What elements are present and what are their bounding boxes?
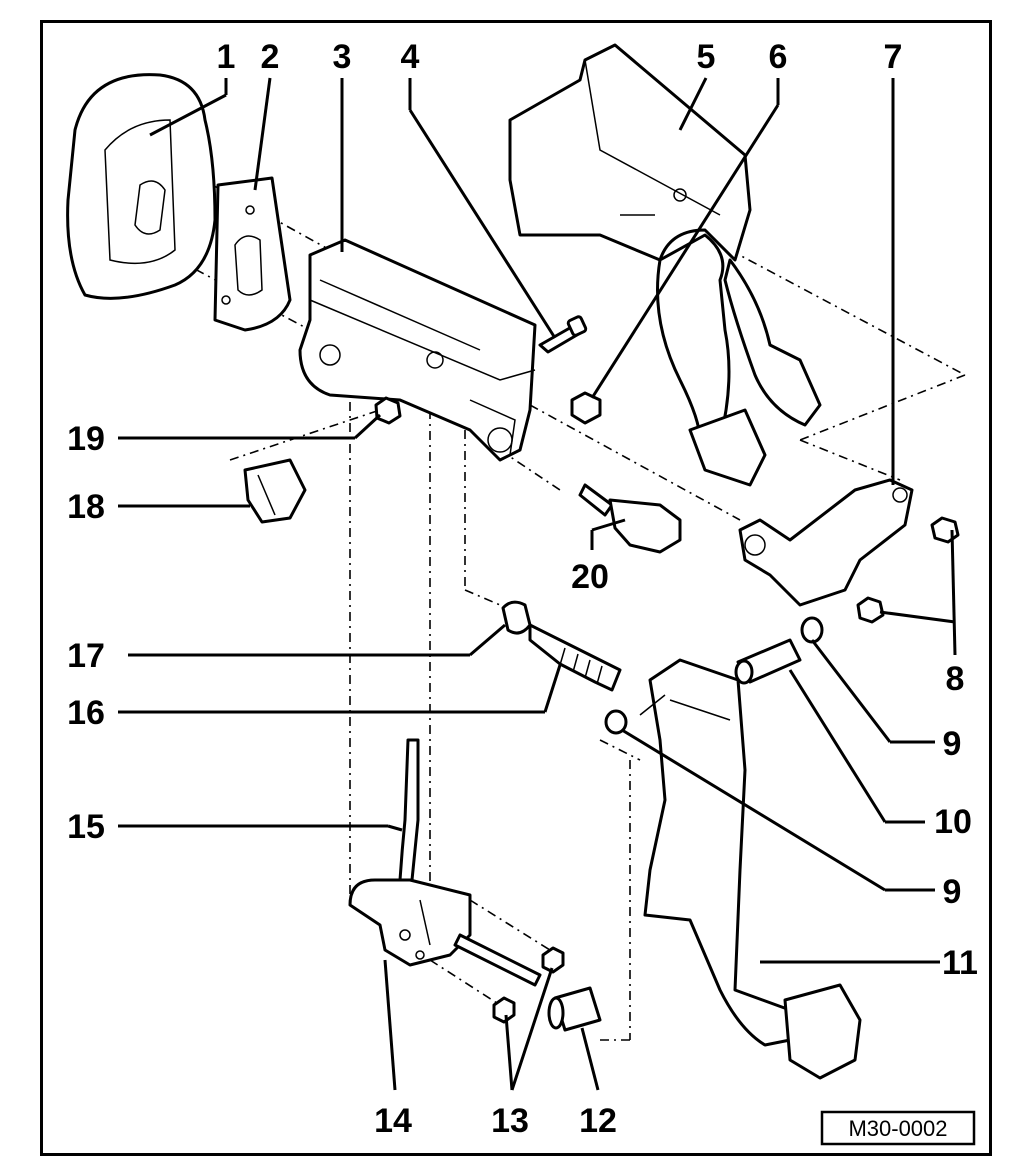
callout-1: 1 [217,38,236,76]
callout-20: 20 [571,558,609,596]
part-10-pivot-sleeve [734,638,802,685]
part-18-clip [243,458,307,524]
part-9-bushings [604,616,824,735]
part-5-brake-pedal-bracket [508,43,822,487]
callout-labels: 1 2 3 4 5 6 7 8 9 9 10 11 12 13 14 15 16… [67,38,978,1140]
part-1-bulkhead-plate [66,73,217,300]
reference-code: M30-0002 [848,1116,947,1141]
callout-5: 5 [697,38,716,76]
callout-10: 10 [934,803,972,841]
callout-8: 8 [946,660,965,698]
part-12-bushing [547,986,602,1032]
callout-17: 17 [67,637,105,675]
callout-12: 12 [579,1102,617,1140]
callout-14: 14 [374,1102,412,1140]
callout-13: 13 [491,1102,529,1140]
part-15-hose [398,738,420,882]
callout-19: 19 [67,420,105,458]
part-14-master-cylinder [348,878,542,987]
part-11-clutch-pedal [639,658,862,1080]
part-17-cap [501,600,532,635]
callout-2: 2 [261,38,280,76]
part-13-nuts [492,946,565,1024]
part-3-pedal-bracket [298,238,537,462]
callout-15: 15 [67,808,105,846]
callout-4: 4 [401,38,420,76]
part-2-gasket-plate [213,176,292,332]
callout-6: 6 [769,38,788,76]
part-16-spring [528,623,622,692]
callout-16: 16 [67,694,105,732]
part-7-pedal-arm [738,478,914,607]
callout-18: 18 [67,488,105,526]
leader-lines [118,77,957,1091]
callout-7: 7 [884,38,903,76]
part-4-bolt [538,315,588,354]
part-20-switch [578,483,682,554]
callout-11: 11 [942,944,978,982]
callout-3: 3 [333,38,352,76]
part-6-nut [570,391,602,425]
reference-code-box: M30-0002 [820,1110,976,1146]
callout-9-lower: 9 [943,873,962,911]
part-19-nut [374,396,402,425]
callout-9-upper: 9 [943,725,962,763]
